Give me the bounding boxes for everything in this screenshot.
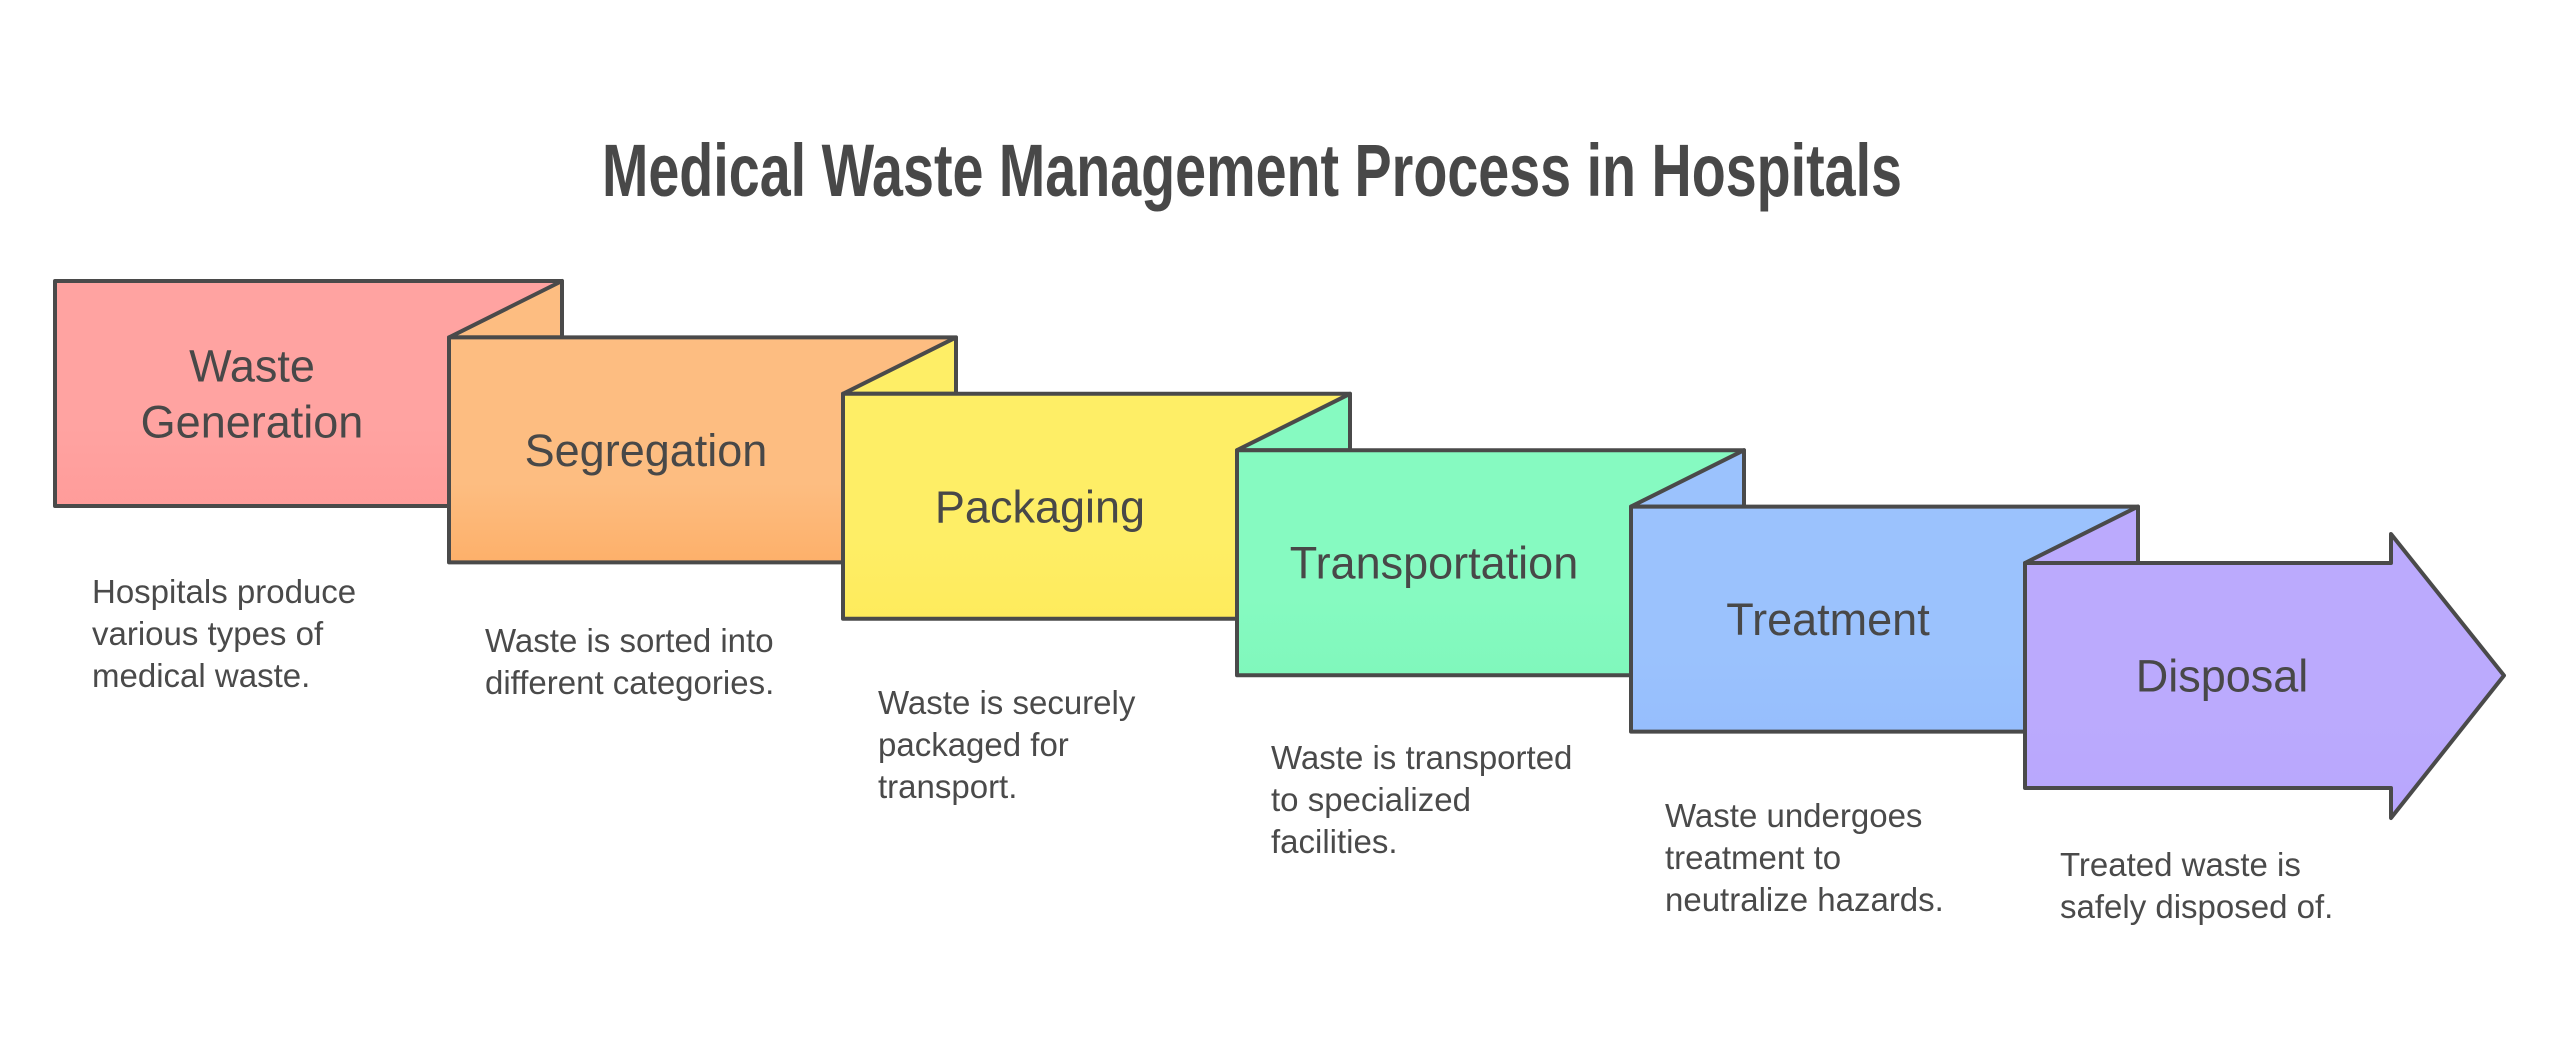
step-descriptions: Hospitals produce various types of medical…: [92, 573, 2333, 925]
step-description-line: medical waste.: [92, 657, 310, 694]
step-description-line: various types of: [92, 615, 324, 652]
step-label: Generation: [141, 397, 364, 448]
step-description: Waste is sorted into different categories…: [485, 622, 774, 701]
step-description: Waste is transported to specialized facili…: [1271, 739, 1572, 860]
step-arrow: [2023, 532, 2506, 820]
step-label: Waste: [189, 341, 315, 392]
step-description-line: Treated waste is: [2060, 846, 2301, 883]
step-description-line: neutralize hazards.: [1665, 881, 1944, 918]
step-description-line: Waste undergoes: [1665, 797, 1922, 834]
step-label: Disposal: [2136, 651, 2309, 702]
process-steps: WasteGenerationSegregationPackagingTrans…: [53, 279, 2506, 820]
step-description: Hospitals produce various types of medical…: [92, 573, 356, 694]
step-description: Waste is securely packaged for transport.: [878, 684, 1136, 805]
step-label: Treatment: [1726, 594, 1930, 645]
step-description-line: different categories.: [485, 664, 774, 701]
step-description-line: Hospitals produce: [92, 573, 356, 610]
step-description-line: Waste is securely: [878, 684, 1136, 721]
step-description-line: packaged for: [878, 726, 1069, 763]
step-description: Waste undergoes treatment to neutralize ha…: [1665, 797, 1944, 918]
step-description-line: transport.: [878, 768, 1017, 805]
process-step: Disposal: [2023, 532, 2506, 820]
step-label: Segregation: [525, 425, 768, 476]
step-description-line: facilities.: [1271, 823, 1398, 860]
step-label: Packaging: [935, 481, 1145, 532]
step-description-line: treatment to: [1665, 839, 1841, 876]
step-label: Transportation: [1290, 538, 1578, 589]
step-description-line: to specialized: [1271, 781, 1471, 818]
step-description: Treated waste is safely disposed of.: [2060, 846, 2333, 925]
step-description-line: Waste is transported: [1271, 739, 1572, 776]
step-description-line: safely disposed of.: [2060, 888, 2333, 925]
diagram-title: Medical Waste Management Process in Hosp…: [602, 129, 1902, 212]
step-description-line: Waste is sorted into: [485, 622, 774, 659]
